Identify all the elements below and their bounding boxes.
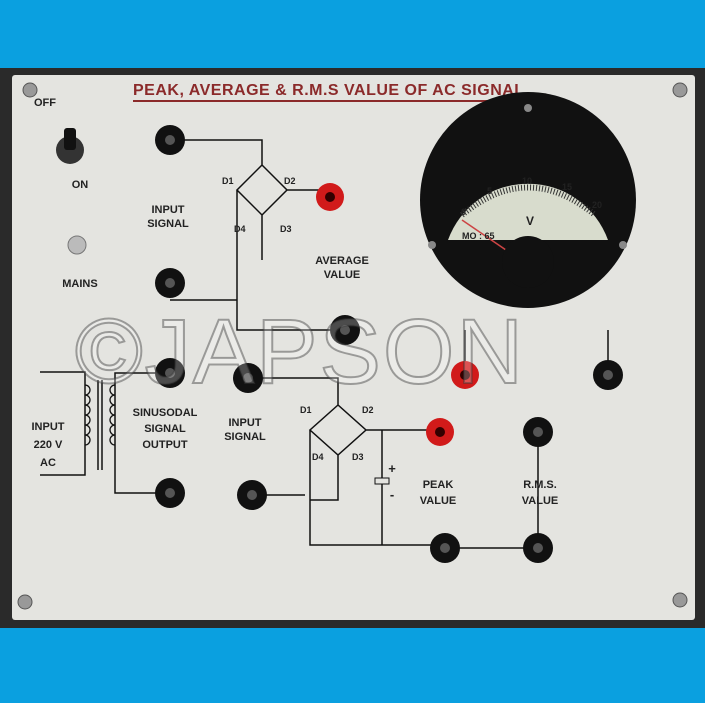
red-terminals[interactable]	[316, 183, 479, 446]
diode-d2: D2	[284, 176, 296, 186]
meter-model: MO : 65	[462, 231, 495, 241]
diode-d1: D1	[300, 405, 312, 415]
capacitor-plus: +	[388, 461, 396, 476]
meter-tick-15: 15	[562, 182, 573, 192]
meter-tick-0: 0	[461, 207, 467, 217]
black-terminals[interactable]	[155, 125, 623, 563]
diode-d1: D1	[222, 176, 234, 186]
mains-label: MAINS	[62, 278, 98, 290]
watermark: ©JAPSON	[74, 300, 525, 404]
capacitor-icon	[374, 477, 390, 485]
diode-d2: D2	[362, 405, 374, 415]
panel-title: PEAK, AVERAGE & R.M.S VALUE OF AC SIGNAL	[133, 82, 525, 102]
capacitor-minus: -	[389, 487, 395, 502]
off-label: OFF	[34, 97, 56, 109]
on-label: ON	[71, 179, 89, 191]
voltmeter	[420, 92, 636, 308]
meter-unit: V	[526, 214, 535, 228]
screw-icons	[17, 82, 688, 610]
diode-d4: D4	[312, 452, 324, 462]
diode-d4: D4	[234, 224, 246, 234]
meter-tick-20: 20	[592, 200, 603, 210]
diode-d3: D3	[280, 224, 292, 234]
rms-value-label: R.M.S.VALUE	[521, 479, 559, 507]
mains-indicator	[67, 235, 87, 255]
diode-d3: D3	[352, 452, 364, 462]
meter-tick-5: 5	[487, 186, 493, 196]
meter-tick-10: 10	[522, 176, 533, 186]
